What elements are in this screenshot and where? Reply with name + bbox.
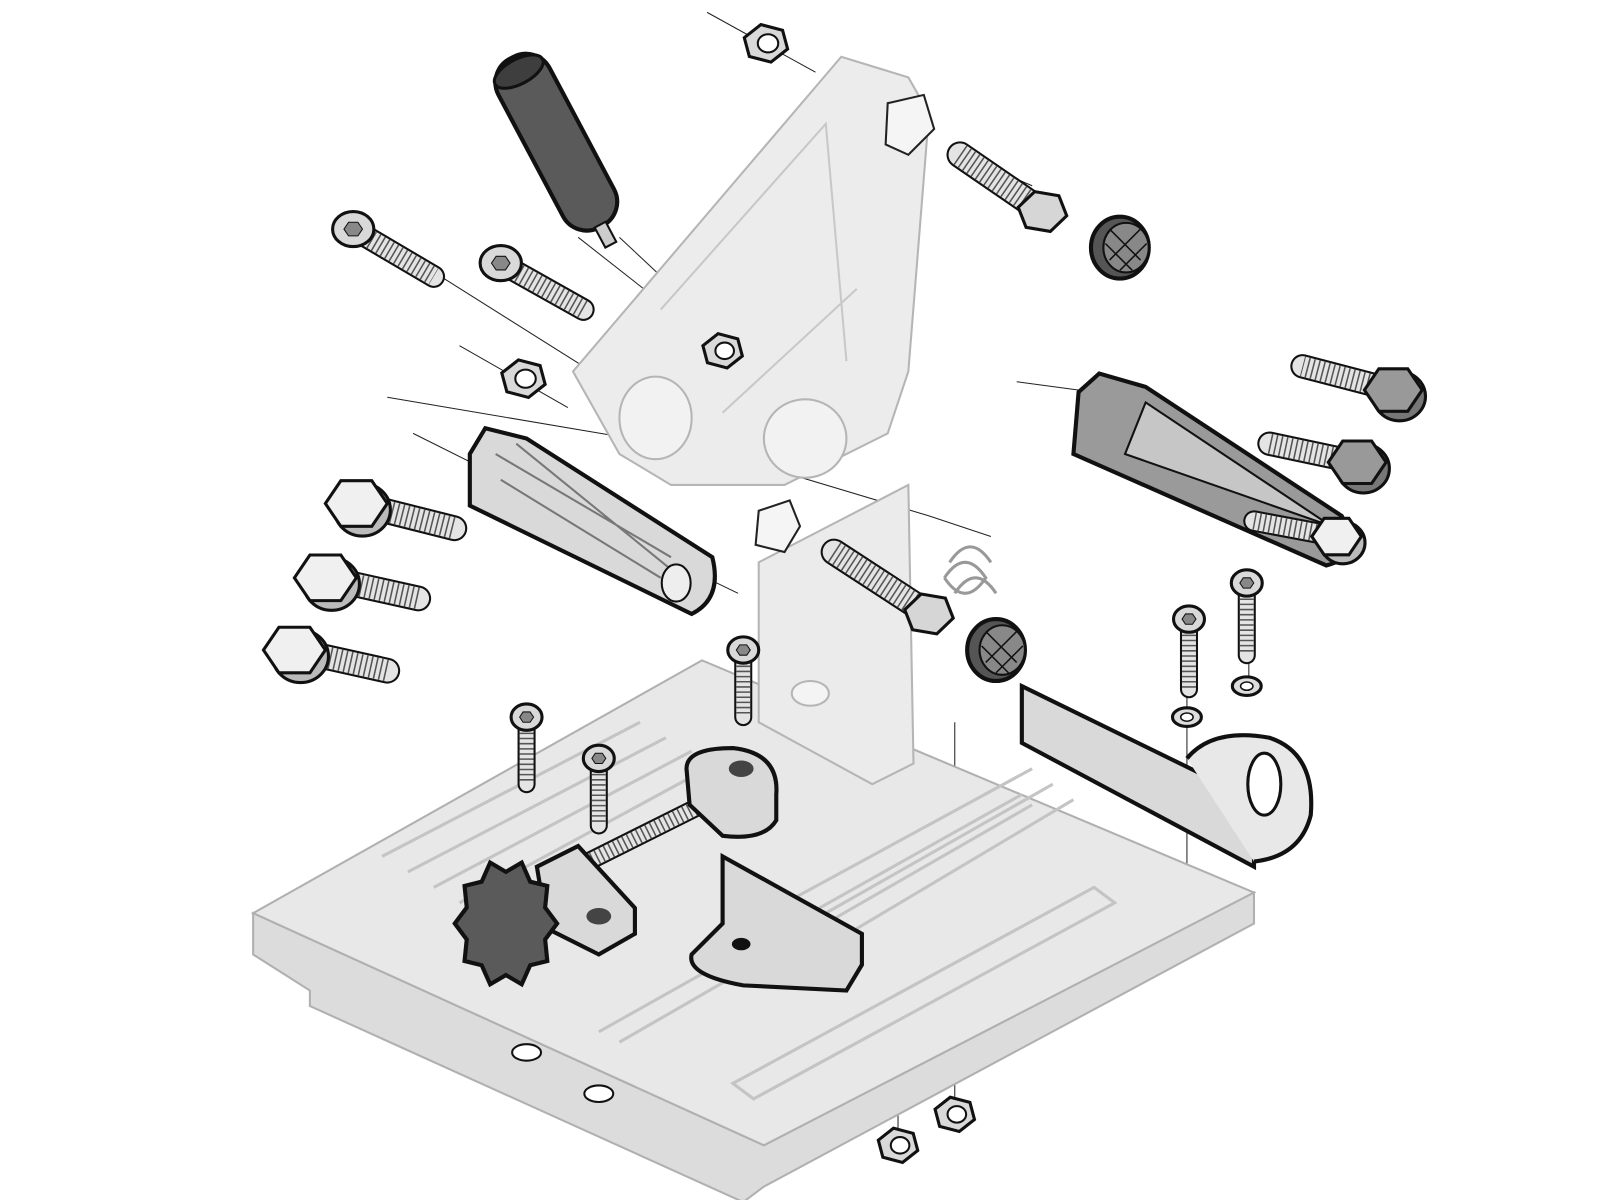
hex-socket-icon	[735, 644, 751, 656]
clamp-sleeve-left	[467, 425, 717, 617]
bolt-thread	[1252, 512, 1339, 546]
washer-hole	[1179, 712, 1194, 723]
hex-socket-icon	[343, 221, 364, 237]
vise-jaw	[689, 852, 864, 993]
socket-cap-screw	[1171, 604, 1207, 699]
handle-end	[492, 53, 545, 90]
hex-socket-icon	[591, 752, 607, 765]
vise-bracket-hole	[586, 907, 612, 925]
hex-bolt	[1243, 510, 1367, 566]
hex-nut	[876, 1126, 920, 1165]
spindle-nut	[902, 592, 956, 636]
hex-bolt-head	[261, 625, 328, 675]
highlighted-parts	[261, 22, 1428, 1165]
vise-jaw-hole	[731, 937, 751, 951]
return-spring	[943, 545, 998, 595]
washer	[1230, 675, 1263, 697]
washer	[1170, 706, 1203, 728]
hex-socket-icon	[1181, 613, 1197, 625]
hex-socket-icon	[1239, 577, 1255, 589]
spindle-bolt-lower	[820, 538, 1027, 684]
hex-nut	[933, 1095, 977, 1134]
spindle-bolt-upper	[946, 141, 1151, 281]
hex-bolt	[261, 625, 401, 685]
hex-bolt	[1257, 431, 1391, 495]
socket-cap-screw	[331, 209, 446, 288]
socket-cap-screw	[478, 244, 595, 321]
hex-bolt-head	[292, 553, 359, 603]
hex-bolt-head	[1326, 439, 1388, 486]
hex-bolt-head	[1362, 367, 1425, 413]
hex-bolt-head	[323, 479, 390, 528]
handle-stud	[593, 220, 618, 249]
vise-knob	[452, 859, 560, 988]
fence-arc-slot	[1246, 751, 1283, 817]
arm-bore-left	[618, 375, 693, 461]
sleeve-slots	[495, 442, 682, 579]
sleeve-face	[1123, 400, 1332, 528]
fence-plate	[1019, 682, 1257, 871]
hex-nut-hole	[889, 1136, 911, 1155]
column-bore	[790, 679, 830, 707]
column	[757, 483, 915, 786]
vise-screw-block	[684, 746, 779, 839]
arm-hex-socket-top	[884, 93, 936, 157]
mounting-hole	[511, 1043, 543, 1062]
hex-socket-icon	[490, 255, 511, 271]
handle	[492, 51, 620, 249]
socket-cap-screw	[726, 635, 761, 727]
hex-nut-hole	[756, 33, 780, 54]
hex-bolt	[1290, 354, 1428, 423]
hex-bolt-head	[1309, 516, 1364, 557]
socket-cap-screw	[1229, 568, 1264, 665]
arm-bore-right	[762, 398, 848, 479]
socket-cap-screw	[509, 702, 544, 794]
hex-nut	[742, 22, 790, 64]
knurl-pattern	[981, 630, 1024, 674]
washer-hole	[1239, 681, 1254, 692]
hex-bolt	[292, 553, 432, 612]
pivot-arm-rib	[659, 121, 858, 414]
arm-hex-socket-mid	[754, 499, 802, 554]
hex-nut-hole	[514, 368, 537, 389]
knurl-pattern	[1104, 228, 1148, 271]
hex-socket-icon	[519, 711, 535, 723]
vise-assembly	[452, 746, 779, 988]
hex-nut-hole	[946, 1105, 968, 1124]
sleeve-end-hole	[660, 563, 692, 603]
vise-block-hole	[728, 760, 754, 777]
hex-bolt	[323, 479, 468, 542]
angle-fence	[1019, 682, 1314, 871]
vise-jaw-body	[689, 852, 864, 993]
hex-nut	[701, 331, 745, 370]
spindle-nut	[1016, 189, 1069, 234]
leader-line	[387, 396, 992, 538]
hex-nut-hole	[714, 341, 735, 361]
hex-nut	[500, 358, 547, 400]
mounting-hole	[583, 1084, 615, 1104]
socket-cap-screw	[581, 743, 616, 835]
